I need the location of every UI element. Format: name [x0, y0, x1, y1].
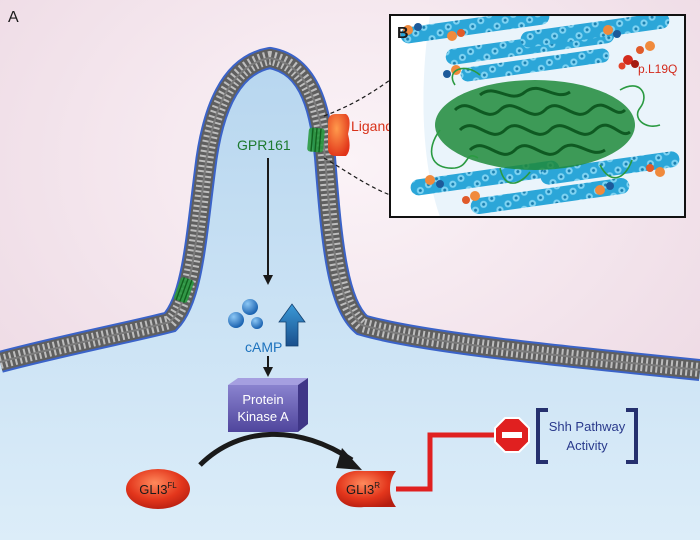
plasma-membrane: [0, 46, 700, 381]
pka-label-line1: Protein: [242, 392, 283, 407]
lipid-head-groups: [403, 23, 665, 204]
shh-pathway-brackets: [536, 408, 638, 464]
camp-molecule-icon: [228, 299, 263, 329]
gpr161-receptor-icon: [307, 127, 325, 153]
shh-pathway-label-line2: Activity: [566, 438, 608, 453]
processing-arrow-head: [336, 448, 362, 470]
mutation-label: p.L19Q: [638, 62, 677, 76]
gli3-r-superscript: R: [374, 481, 380, 490]
protein-kinase-a-box: Protein Kinase A: [228, 378, 308, 432]
panel-b-label: B: [397, 25, 409, 42]
inset-border: [389, 14, 686, 218]
gpr161-label: GPR161: [237, 137, 291, 153]
gpr161-protein-ribbon: [430, 67, 661, 184]
cytoplasm: [0, 58, 700, 540]
svg-text:GLI3R: GLI3R: [346, 481, 380, 497]
panel-a-label: A: [8, 9, 19, 26]
gli3-full-length: GLI3FL: [126, 469, 190, 509]
gli3-fl-label: GLI3: [139, 482, 167, 497]
lipid-helices-top: [400, 15, 670, 82]
structure-inset: p.L19Q: [389, 14, 686, 218]
svg-text:GLI3FL: GLI3FL: [139, 481, 177, 497]
camp-label: cAMP: [245, 339, 282, 355]
pka-label-line2: Kinase A: [237, 409, 289, 424]
gli3-r-label: GLI3: [346, 482, 374, 497]
processing-arrow: [198, 431, 354, 467]
gli3-fl-superscript: FL: [167, 481, 177, 490]
mutation-site-icon: [618, 55, 639, 70]
shh-pathway-label-line1: Shh Pathway: [549, 419, 626, 434]
callout-line-bottom: [323, 157, 391, 196]
gli3-repressor: GLI3R: [336, 470, 396, 508]
up-arrow-icon: [278, 303, 306, 347]
ligand-icon: [328, 114, 350, 156]
receptor-icon: [174, 277, 194, 303]
ligand-label: Ligand: [351, 118, 393, 134]
stop-sign-icon: [494, 417, 530, 453]
inhibition-line: [396, 432, 494, 492]
